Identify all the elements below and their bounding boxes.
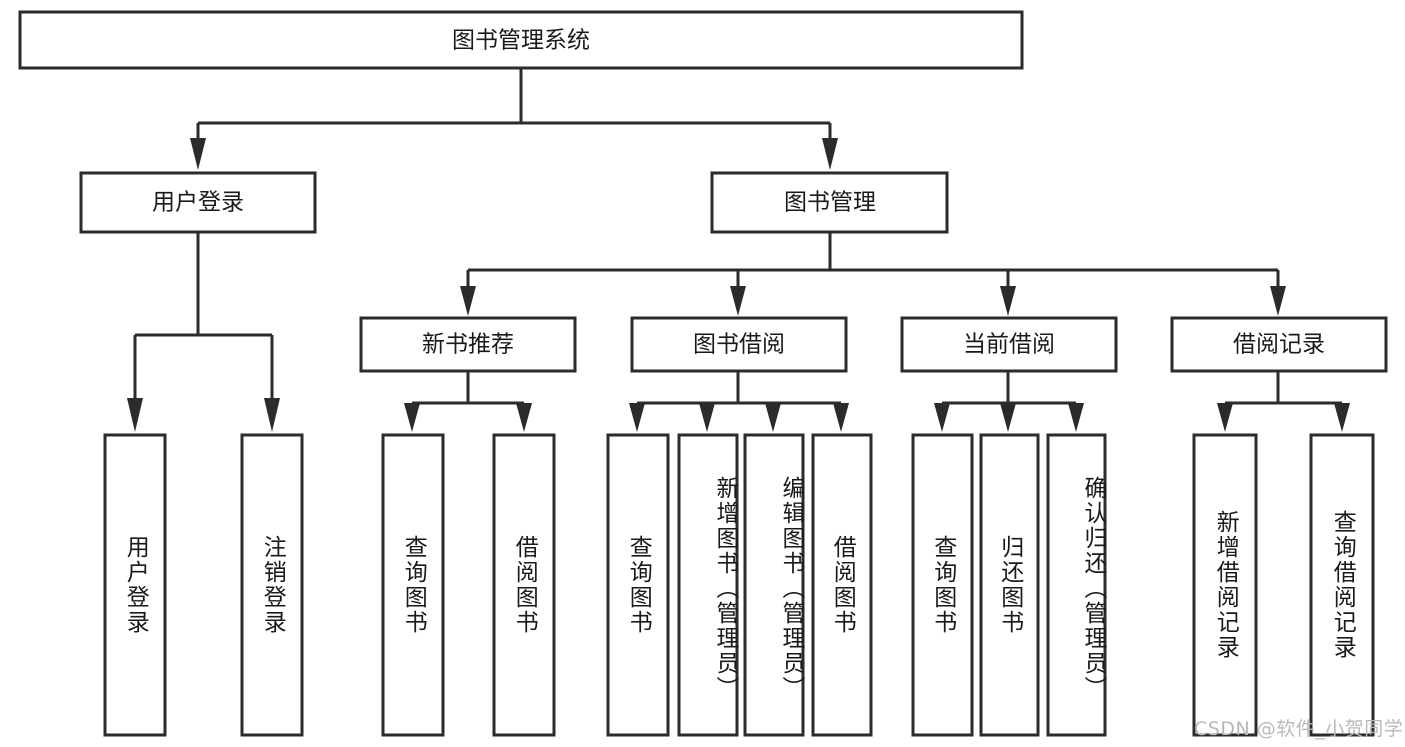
node-root[interactable]: 图书管理系统: [18, 10, 1024, 70]
node-book-management-label: 图书管理: [784, 190, 876, 216]
node-root-label: 图书管理系统: [452, 28, 590, 54]
node-current-borrow-label: 当前借阅: [963, 332, 1055, 358]
arrowhead-leaf-query-book-3: [934, 403, 950, 432]
node-book-borrow-box[interactable]: [630, 316, 848, 373]
node-borrow-record-box[interactable]: [1170, 316, 1388, 373]
node-current-borrow-box[interactable]: [900, 316, 1118, 373]
node-book-management[interactable]: 图书管理: [710, 171, 949, 234]
leaf-user-login-box[interactable]: [103, 433, 167, 737]
arrowhead-new-book-recommend: [460, 286, 476, 316]
node-book-management-box[interactable]: [710, 171, 949, 234]
connectors-current-borrow-to-leaves: [934, 371, 1084, 432]
arrowhead-leaf-query-book-2: [629, 403, 645, 432]
arrowhead-leaf-confirm-return: [1068, 403, 1084, 432]
node-new-book-recommend-box[interactable]: [359, 316, 577, 373]
leaf-add-record-box[interactable]: [1192, 433, 1258, 737]
leaf-add-book-box[interactable]: [677, 433, 739, 737]
connectors-book-management-to-level2: [460, 232, 1286, 316]
node-user-login-box[interactable]: [79, 171, 317, 234]
leaf-query-record-box[interactable]: [1309, 433, 1375, 737]
arrowhead-user-login: [190, 138, 206, 170]
node-root-box[interactable]: [18, 10, 1024, 70]
node-new-book-recommend[interactable]: 新书推荐: [359, 316, 577, 373]
arrowhead-current-borrow: [1000, 286, 1016, 316]
arrowhead-leaf-borrow-book-1: [516, 403, 532, 432]
arrowhead-borrow-record: [1270, 286, 1286, 316]
node-borrow-record[interactable]: 借阅记录: [1170, 316, 1388, 373]
arrowhead-book-borrow: [730, 286, 746, 316]
leaf-edit-book-box[interactable]: [743, 433, 805, 737]
node-user-login-label: 用户登录: [152, 190, 244, 216]
arrowhead-leaf-user-login: [127, 398, 143, 432]
leaf-confirm-return-box[interactable]: [1046, 433, 1107, 737]
connectors-book-borrow-to-leaves: [629, 371, 849, 432]
connectors-user-login-to-leaves: [127, 232, 280, 432]
arrowhead-leaf-logout-login: [264, 398, 280, 432]
arrowhead-leaf-borrow-book-2: [833, 403, 849, 432]
leaf-query-book-3-box[interactable]: [911, 433, 974, 737]
node-borrow-record-label: 借阅记录: [1233, 332, 1325, 358]
connectors-new-book-recommend-to-leaves: [404, 371, 532, 432]
leaf-return-book-box[interactable]: [979, 433, 1040, 737]
arrowhead-leaf-edit-book: [765, 403, 781, 432]
arrowhead-leaf-query-record: [1334, 403, 1350, 432]
node-new-book-recommend-label: 新书推荐: [422, 332, 514, 358]
arrowhead-leaf-add-record: [1217, 403, 1233, 432]
node-book-borrow[interactable]: 图书借阅: [630, 316, 848, 373]
leaf-borrow-book-2-box[interactable]: [811, 433, 873, 737]
arrowhead-leaf-return-book: [1000, 403, 1016, 432]
connectors-root-to-level1: [190, 68, 838, 170]
leaf-query-book-2-box[interactable]: [606, 433, 670, 737]
node-user-login[interactable]: 用户登录: [79, 171, 317, 234]
leaf-logout-login-box[interactable]: [240, 433, 304, 737]
node-book-borrow-label: 图书借阅: [693, 332, 785, 358]
leaf-borrow-book-1-box[interactable]: [492, 433, 556, 737]
leaf-boxes: [103, 433, 1375, 737]
arrowhead-leaf-query-book-1: [404, 403, 420, 432]
leaf-query-book-1-box[interactable]: [381, 433, 445, 737]
node-current-borrow[interactable]: 当前借阅: [900, 316, 1118, 373]
arrowhead-book-management: [822, 138, 838, 170]
csdn-watermark: CSDN @软件_小贺同学: [1194, 718, 1404, 740]
connectors-borrow-record-to-leaves: [1217, 371, 1350, 432]
arrowhead-leaf-add-book: [699, 403, 715, 432]
